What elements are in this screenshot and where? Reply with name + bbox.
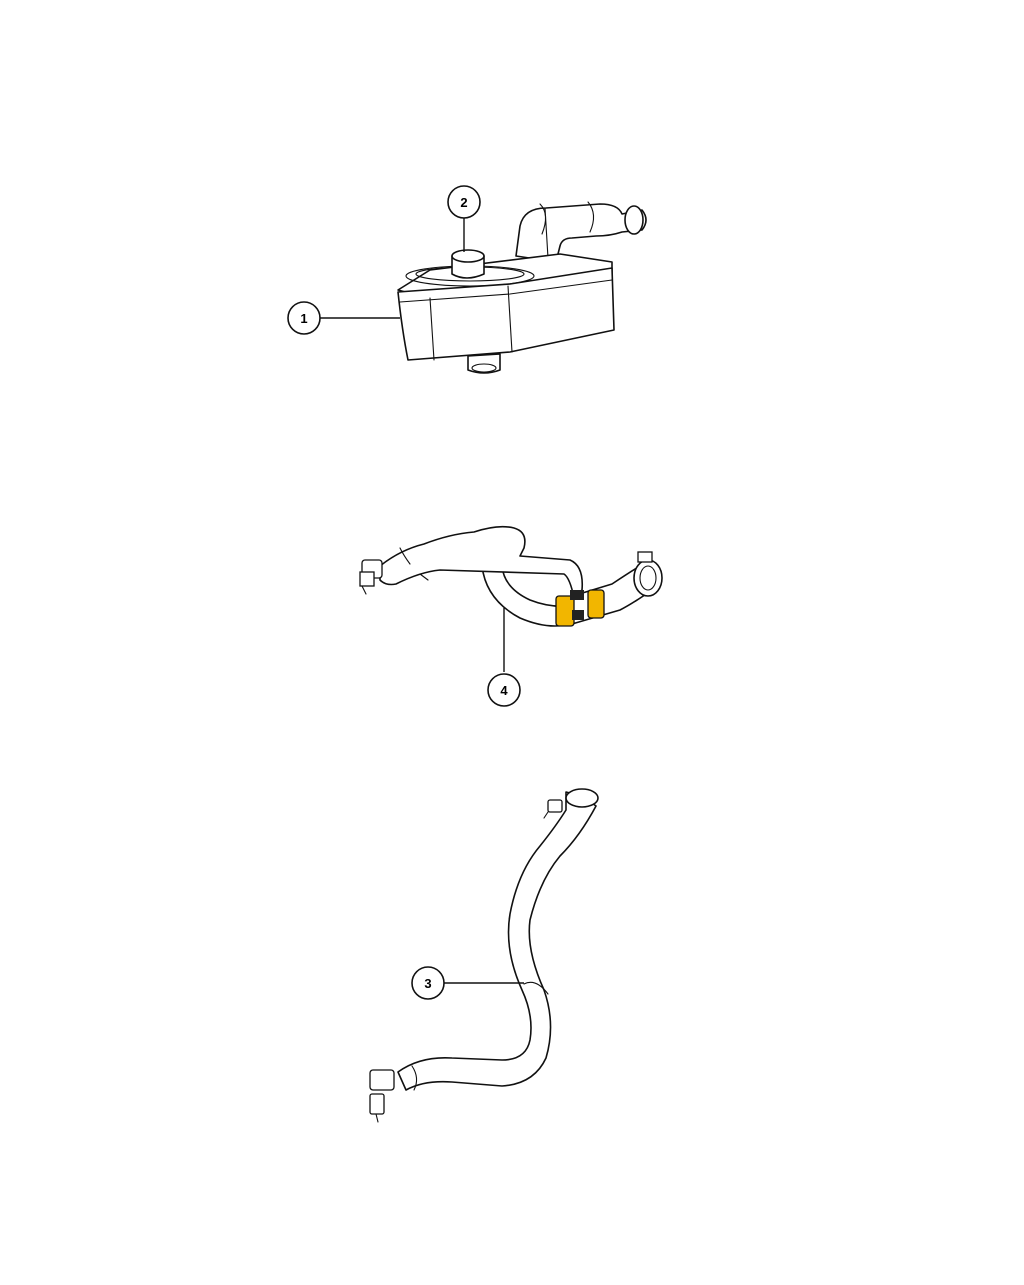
hose-assembly-illustration [359,525,663,627]
callout-4: 4 [487,673,521,707]
callout-3: 3 [411,966,445,1000]
oil-cooler-illustration [397,201,647,374]
callout-3-label: 3 [424,976,431,991]
hose-illustration [369,788,599,1123]
callout-2-label: 2 [460,195,467,210]
callout-4-label: 4 [500,683,508,698]
callout-1: 1 [287,301,321,335]
callout-1-label: 1 [300,311,307,326]
callout-2: 2 [447,185,481,219]
